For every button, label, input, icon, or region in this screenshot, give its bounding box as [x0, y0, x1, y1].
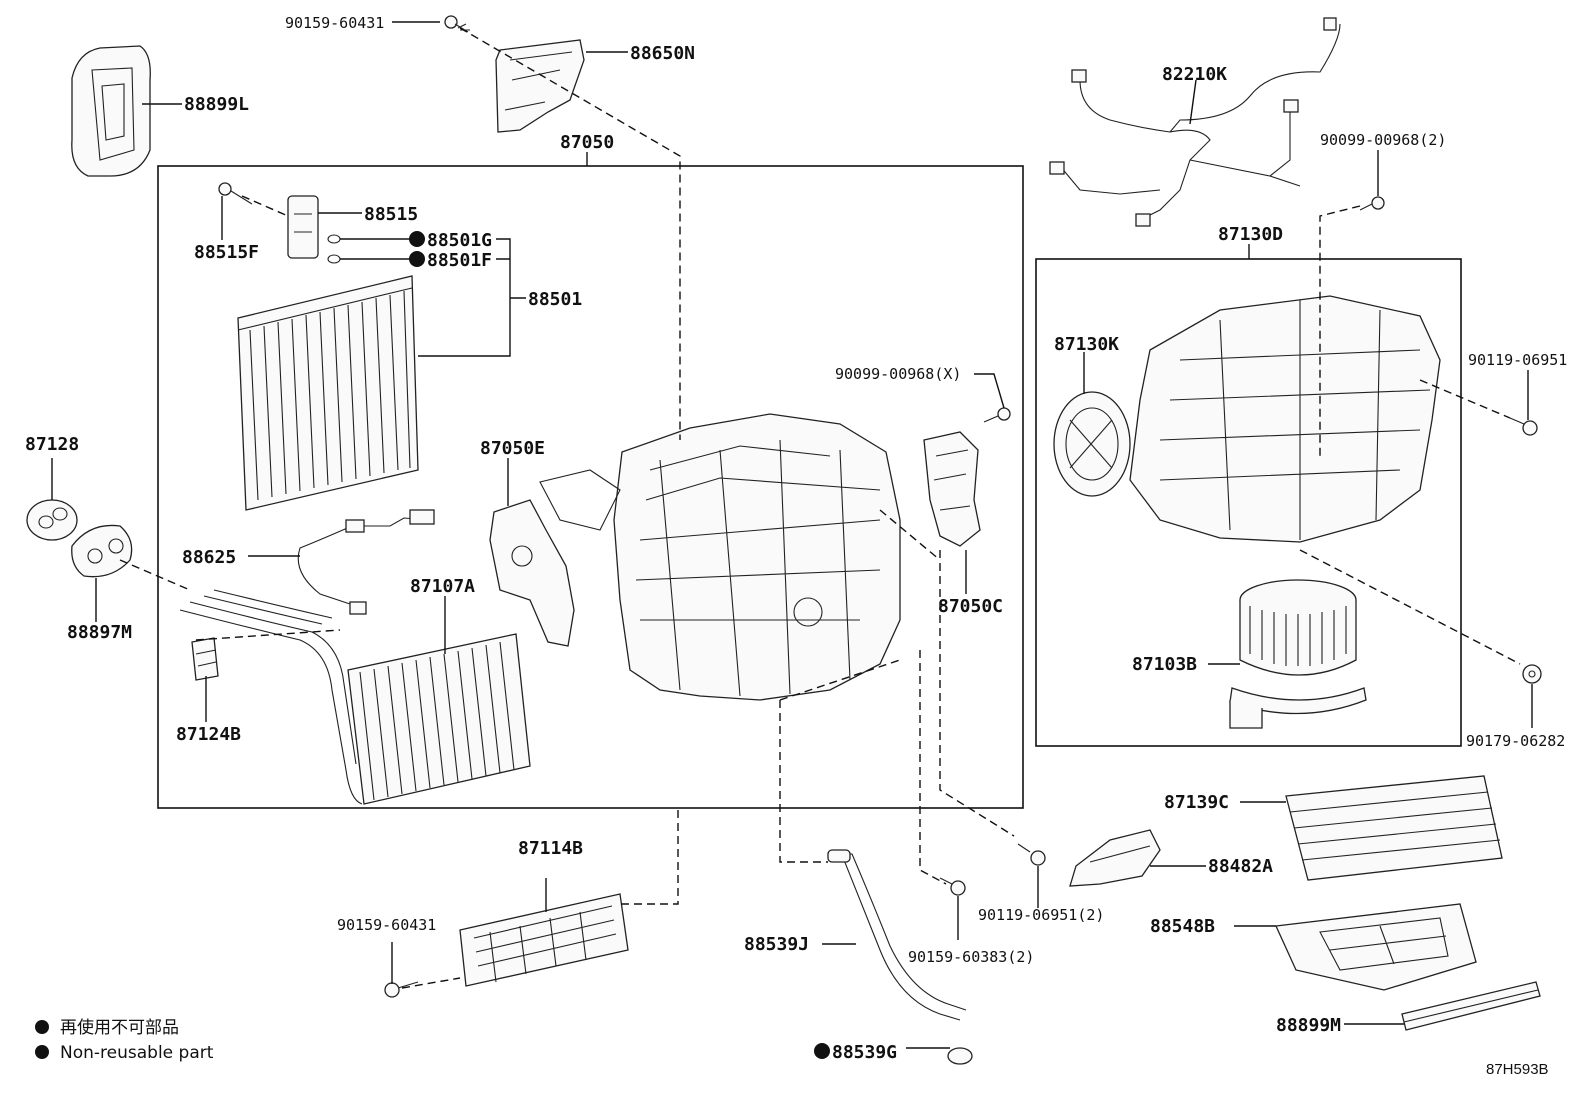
screw-90159-60431-top[interactable]	[444, 15, 470, 33]
part-87128-grommet[interactable]	[26, 499, 78, 541]
washer-90179-06282[interactable]	[1522, 664, 1542, 684]
part-88625-sensor[interactable]	[297, 509, 435, 615]
part-88539G-grommet[interactable]	[947, 1047, 973, 1065]
label-88625: 88625	[182, 547, 236, 568]
part-87050C-servo[interactable]	[923, 431, 981, 547]
part-87139C-filter[interactable]	[1285, 775, 1503, 881]
part-87130D-blower-housing[interactable]	[1129, 295, 1441, 543]
part-87050-heater-unit[interactable]	[539, 413, 901, 701]
screw-90159-60431-bottom[interactable]	[384, 981, 419, 998]
legend-dot-jp	[35, 1020, 49, 1034]
part-87114B-grille[interactable]	[459, 893, 629, 987]
drawing-code: 87H593B	[1486, 1061, 1549, 1078]
assembly-87050-box	[157, 165, 1024, 809]
label-88515F: 88515F	[194, 242, 259, 263]
label-87124B: 87124B	[176, 724, 241, 745]
label-87050E: 87050E	[480, 438, 545, 459]
legend-text-jp: 再使用不可部品	[60, 1017, 179, 1038]
label-88482A: 88482A	[1208, 856, 1273, 877]
leader-lines	[51, 21, 1533, 1049]
label-87050: 87050	[560, 132, 614, 153]
part-88501-evaporator[interactable]	[237, 275, 419, 511]
label-88501F: 88501F	[427, 250, 492, 271]
label-87139C: 87139C	[1164, 792, 1229, 813]
label-88548B: 88548B	[1150, 916, 1215, 937]
label-90119-06951: 90119-06951	[1468, 351, 1567, 369]
screw-90099-00968X[interactable]	[983, 407, 1011, 423]
label-87128: 87128	[25, 434, 79, 455]
screw-90159-60383-2[interactable]	[939, 877, 966, 896]
label-88897M: 88897M	[67, 622, 132, 643]
part-88539J-drain-hose[interactable]	[827, 849, 967, 1021]
part-87130K-fan[interactable]	[1053, 391, 1131, 497]
label-90159-60431-top: 90159-60431	[285, 14, 384, 32]
label-88899M: 88899M	[1276, 1015, 1341, 1036]
dashed-lines	[119, 27, 1521, 989]
part-88899L-cover[interactable]	[71, 45, 151, 177]
label-88650N: 88650N	[630, 43, 695, 64]
label-90159-60431-bottom: 90159-60431	[337, 916, 436, 934]
part-88548B-tray[interactable]	[1275, 903, 1477, 991]
screw-90099-00968-2[interactable]	[1359, 196, 1385, 211]
non-reusable-dot-88501G	[409, 231, 425, 247]
label-88501G: 88501G	[427, 230, 492, 251]
label-87130D: 87130D	[1218, 224, 1283, 245]
label-90099-00968-2: 90099-00968(2)	[1320, 131, 1446, 149]
bolt-88515F[interactable]	[218, 182, 253, 205]
label-90119-06951-2: 90119-06951(2)	[978, 906, 1104, 924]
non-reusable-dot-88501F	[409, 251, 425, 267]
label-88899L: 88899L	[184, 94, 249, 115]
part-87124B-clip[interactable]	[191, 637, 219, 681]
label-87103B: 87103B	[1132, 654, 1197, 675]
o-ring-88501G[interactable]	[327, 234, 341, 244]
label-88515: 88515	[364, 204, 418, 225]
label-90179-06282: 90179-06282	[1466, 732, 1565, 750]
label-88539G: 88539G	[832, 1042, 897, 1063]
o-ring-88501F[interactable]	[327, 254, 341, 264]
label-82210K: 82210K	[1162, 64, 1227, 85]
part-87103B-blower-motor[interactable]	[1229, 579, 1367, 729]
label-87050C: 87050C	[938, 596, 1003, 617]
part-82210K-wire-harness[interactable]	[1049, 17, 1341, 227]
label-87130K: 87130K	[1054, 334, 1119, 355]
label-87107A: 87107A	[410, 576, 475, 597]
part-87107A-heater-core[interactable]	[179, 589, 531, 805]
label-87114B: 87114B	[518, 838, 583, 859]
label-90159-60383-2: 90159-60383(2)	[908, 948, 1034, 966]
label-88539J: 88539J	[744, 934, 809, 955]
non-reusable-dot-88539G	[814, 1043, 830, 1059]
screw-90119-06951[interactable]	[1509, 417, 1538, 436]
part-87050E-servo[interactable]	[489, 499, 575, 647]
part-88897M-plate[interactable]	[71, 524, 133, 578]
legend-dot-en	[35, 1045, 49, 1059]
label-88501: 88501	[528, 289, 582, 310]
legend-text-en: Non-reusable part	[60, 1043, 214, 1063]
part-88515-expansion-valve[interactable]	[287, 195, 319, 259]
screw-90119-06951-2[interactable]	[1017, 843, 1046, 866]
label-90099-00968X: 90099-00968(X)	[835, 365, 961, 383]
part-88650N-bracket[interactable]	[495, 39, 585, 133]
part-88899M-cover[interactable]	[1401, 981, 1541, 1031]
part-88482A-duct[interactable]	[1069, 829, 1161, 887]
